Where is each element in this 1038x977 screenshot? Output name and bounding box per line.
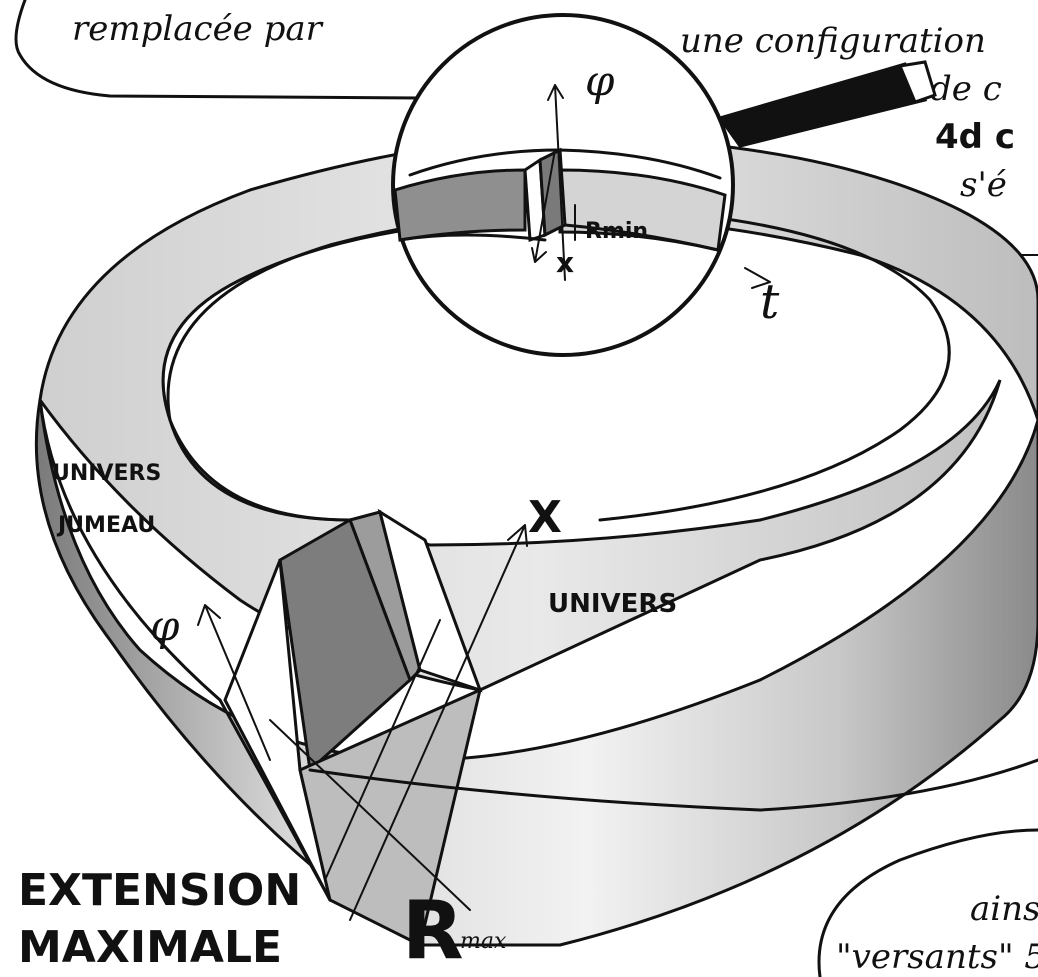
univers-jumeau-line2: JUMEAU — [56, 513, 155, 538]
univers-jumeau-line1: UNIVERS — [52, 461, 161, 486]
magnifier-handle-icon — [720, 62, 935, 146]
bubble-top-left-text: remplacée par — [72, 9, 324, 49]
r-label: R — [402, 884, 464, 977]
extension-line1: EXTENSION — [18, 865, 301, 916]
top-right-line3: 4d c — [935, 117, 1015, 157]
top-right-line2: de c — [930, 69, 1002, 109]
extension-line2: MAXIMALE — [18, 922, 282, 973]
magnifier-lens — [393, 15, 733, 355]
top-right-line1: une configuration — [680, 21, 986, 61]
magnifier-phi-label: φ — [585, 56, 615, 105]
bubble-bottom-right-line1: ains — [970, 889, 1038, 929]
x-label: X — [528, 492, 562, 543]
univers-label: UNIVERS — [548, 589, 677, 619]
phi-label: φ — [150, 601, 180, 650]
magnifier-rmin-label: Rmin — [585, 219, 648, 244]
bubble-bottom-right-line2: "versants" 5 — [836, 937, 1038, 977]
magnifier-x-label: x — [556, 246, 574, 279]
max-label: max — [460, 929, 507, 954]
top-right-line4: s'é — [960, 165, 1007, 205]
t-label: t — [760, 274, 780, 330]
